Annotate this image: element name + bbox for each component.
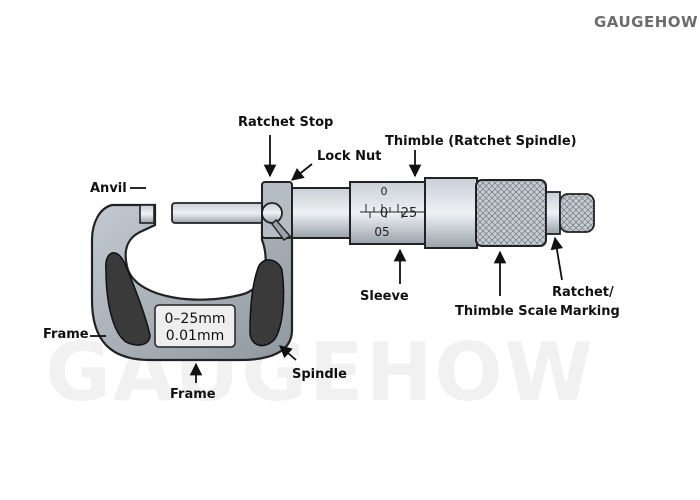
label-spindle: Spindle [292, 367, 347, 382]
left-grip-pad [105, 252, 151, 346]
label-frame-bottom: Frame [170, 387, 216, 402]
label-ratchet-marking-2: Marking [560, 304, 620, 319]
sleeve-ticks [360, 204, 425, 218]
frame-range-text: 0–25mm [165, 311, 226, 327]
lock-lever [271, 218, 292, 241]
label-anvil: Anvil [90, 181, 127, 196]
right-grip-pad [249, 259, 285, 347]
sleeve-scale-05: 05 [374, 225, 389, 239]
thimble-knurl [475, 179, 547, 247]
label-lock-nut: Lock Nut [317, 149, 381, 164]
micrometer-frame: 0–25mm 0.01mm [90, 203, 294, 362]
label-ratchet-stop: Ratchet Stop [238, 115, 333, 130]
label-sleeve: Sleeve [360, 289, 409, 304]
label-thimble: Thimble (Ratchet Spindle) [385, 134, 577, 149]
frame-resolution-text: 0.01mm [166, 328, 224, 344]
sleeve-scale-zero: 0 [380, 206, 388, 221]
ratchet-collar [545, 191, 561, 235]
ratchet-knob [559, 193, 595, 233]
sleeve-scale-25: 25 [401, 206, 418, 221]
sleeve-scale-top: 0 [381, 185, 388, 198]
spindle-rod [171, 202, 265, 224]
lock-nut [261, 202, 283, 224]
anvil-face [139, 204, 155, 224]
label-frame-left: Frame [43, 327, 89, 342]
frame-info-plate [154, 304, 236, 348]
thimble-body [424, 177, 478, 249]
brand-logo: GAUGEHOW [594, 13, 698, 31]
label-ratchet-marking-1: Ratchet/ [552, 285, 614, 300]
sleeve-barrel [291, 187, 357, 239]
label-thimble-scale: Thimble Scale [455, 304, 558, 319]
